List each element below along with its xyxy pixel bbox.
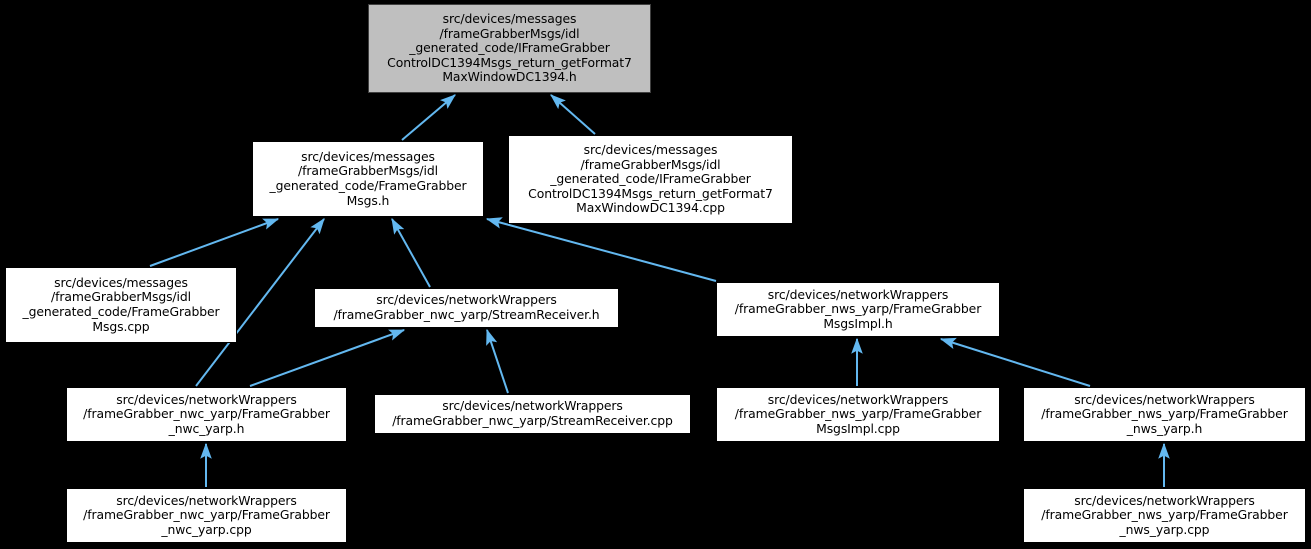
graph-node-framegrabber_nwc_yarp_h[interactable]: src/devices/networkWrappers /frameGrabbe… [66,387,347,442]
graph-node-framegrabber_nwc_yarp_cpp[interactable]: src/devices/networkWrappers /frameGrabbe… [66,488,347,543]
graph-node-framegrabber_nws_yarp_h[interactable]: src/devices/networkWrappers /frameGrabbe… [1023,387,1306,442]
graph-node-label: src/devices/networkWrappers /frameGrabbe… [83,492,330,537]
graph-node-label: src/devices/messages /frameGrabberMsgs/i… [22,274,220,334]
graph-node-label: src/devices/networkWrappers /frameGrabbe… [734,391,982,436]
graph-node-framegrabbermsgsimpl_h[interactable]: src/devices/networkWrappers /frameGrabbe… [716,282,1000,337]
graph-node-streamreceiver_cpp[interactable]: src/devices/networkWrappers /frameGrabbe… [374,394,691,434]
graph-edge [939,337,1091,387]
graph-node-framegrabbermsgs_cpp[interactable]: src/devices/messages /frameGrabberMsgs/i… [5,267,237,343]
graph-node-label: src/devices/messages /frameGrabberMsgs/i… [528,142,773,216]
graph-node-label: src/devices/networkWrappers /frameGrabbe… [1041,391,1288,436]
graph-node-label: src/devices/messages /frameGrabberMsgs/i… [387,11,632,85]
graph-edge [401,94,456,141]
graph-node-label: src/devices/messages /frameGrabberMsgs/i… [269,148,467,208]
graph-node-framegrabbermsgs_h[interactable]: src/devices/messages /frameGrabberMsgs/i… [252,141,484,217]
graph-node-framegrabber_nws_yarp_cpp[interactable]: src/devices/networkWrappers /frameGrabbe… [1023,488,1306,543]
graph-edge [486,328,509,394]
graph-node-label: src/devices/networkWrappers /frameGrabbe… [83,391,330,436]
graph-node-streamreceiver_h[interactable]: src/devices/networkWrappers /frameGrabbe… [314,288,619,328]
graph-node-framegrabbermsgsimpl_cpp[interactable]: src/devices/networkWrappers /frameGrabbe… [716,387,1000,442]
graph-node-label: src/devices/networkWrappers /frameGrabbe… [734,286,982,331]
graph-node-iframegrabber_h[interactable]: src/devices/messages /frameGrabberMsgs/i… [368,4,651,93]
graph-node-label: src/devices/networkWrappers /frameGrabbe… [1041,492,1288,537]
graph-node-label: src/devices/networkWrappers /frameGrabbe… [392,398,673,428]
graph-node-label: src/devices/networkWrappers /frameGrabbe… [333,292,600,322]
graph-edge [391,217,431,288]
graph-edge [249,329,406,387]
graph-edge [149,218,280,267]
graph-edge [485,217,717,282]
graph-edge [550,94,596,135]
graph-node-iframegrabber_cpp[interactable]: src/devices/messages /frameGrabberMsgs/i… [508,135,793,224]
